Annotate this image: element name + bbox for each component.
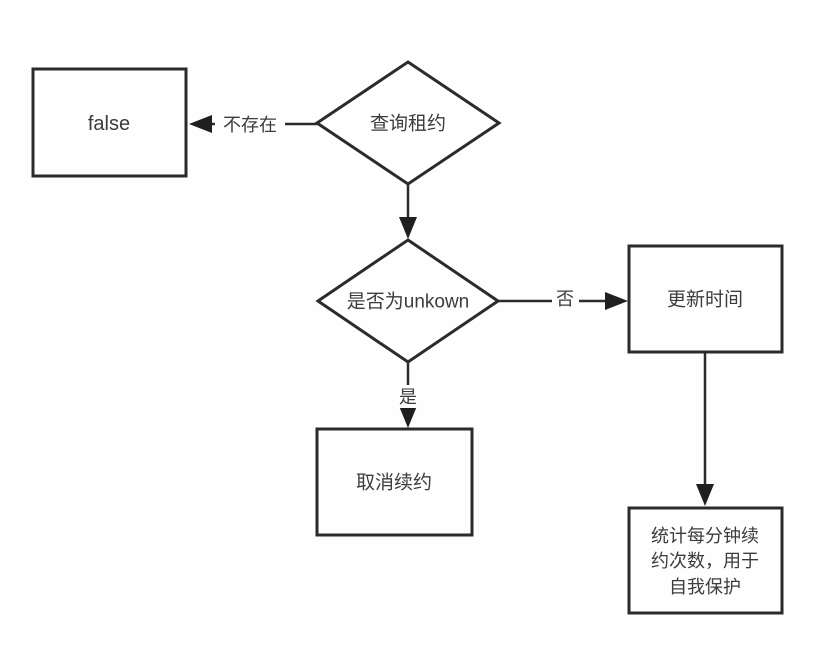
node-query-lease-label: 查询租约 bbox=[370, 113, 446, 135]
node-update-time: 更新时间 bbox=[627, 244, 784, 354]
node-update-time-shape bbox=[627, 244, 784, 354]
edge-label-yes: 是 bbox=[399, 387, 417, 407]
arrowhead-down-icon bbox=[696, 484, 714, 506]
edge-label-bg bbox=[396, 385, 420, 408]
edge-label-bg bbox=[215, 112, 285, 137]
arrowhead-down-icon bbox=[399, 217, 417, 239]
arrowhead-down-icon bbox=[399, 406, 417, 428]
edge-label-not-exists: 不存在 bbox=[223, 115, 277, 135]
arrowhead-left-icon bbox=[189, 115, 212, 133]
node-cancel-renewal-label: 取消续约 bbox=[356, 472, 432, 494]
arrowhead-right-icon bbox=[605, 292, 628, 310]
edge-label-bg bbox=[552, 288, 579, 311]
node-is-unknown-shape bbox=[315, 238, 501, 364]
node-query-lease-shape bbox=[314, 60, 502, 186]
node-query-lease: 查询租约 bbox=[314, 60, 502, 186]
node-cancel-renewal: 取消续约 bbox=[315, 427, 474, 537]
node-stats-line-2: 约次数，用于 bbox=[651, 551, 759, 571]
edge-update-to-stats bbox=[696, 353, 714, 506]
edge-query-to-unknown bbox=[399, 184, 417, 239]
edge-unknown-to-cancel: 是 bbox=[396, 362, 420, 428]
node-false-result: false bbox=[31, 67, 188, 178]
node-is-unknown: 是否为unkown bbox=[315, 238, 501, 364]
edge-unknown-to-update: 否 bbox=[497, 288, 628, 311]
node-cancel-renewal-shape bbox=[315, 427, 474, 537]
node-stats-line-3: 自我保护 bbox=[669, 577, 741, 597]
node-false-result-shape bbox=[31, 67, 188, 178]
node-stats-self-protection-shape bbox=[627, 506, 784, 615]
edge-query-to-false: 不存在 bbox=[189, 112, 317, 137]
node-is-unknown-label: 是否为unkown bbox=[347, 291, 470, 313]
edge-label-no: 否 bbox=[556, 289, 574, 309]
node-stats-self-protection: 统计每分钟续 约次数，用于 自我保护 bbox=[627, 506, 784, 615]
node-update-time-label: 更新时间 bbox=[667, 289, 743, 311]
node-false-result-label: false bbox=[88, 113, 130, 135]
node-stats-line-1: 统计每分钟续 bbox=[651, 526, 759, 546]
